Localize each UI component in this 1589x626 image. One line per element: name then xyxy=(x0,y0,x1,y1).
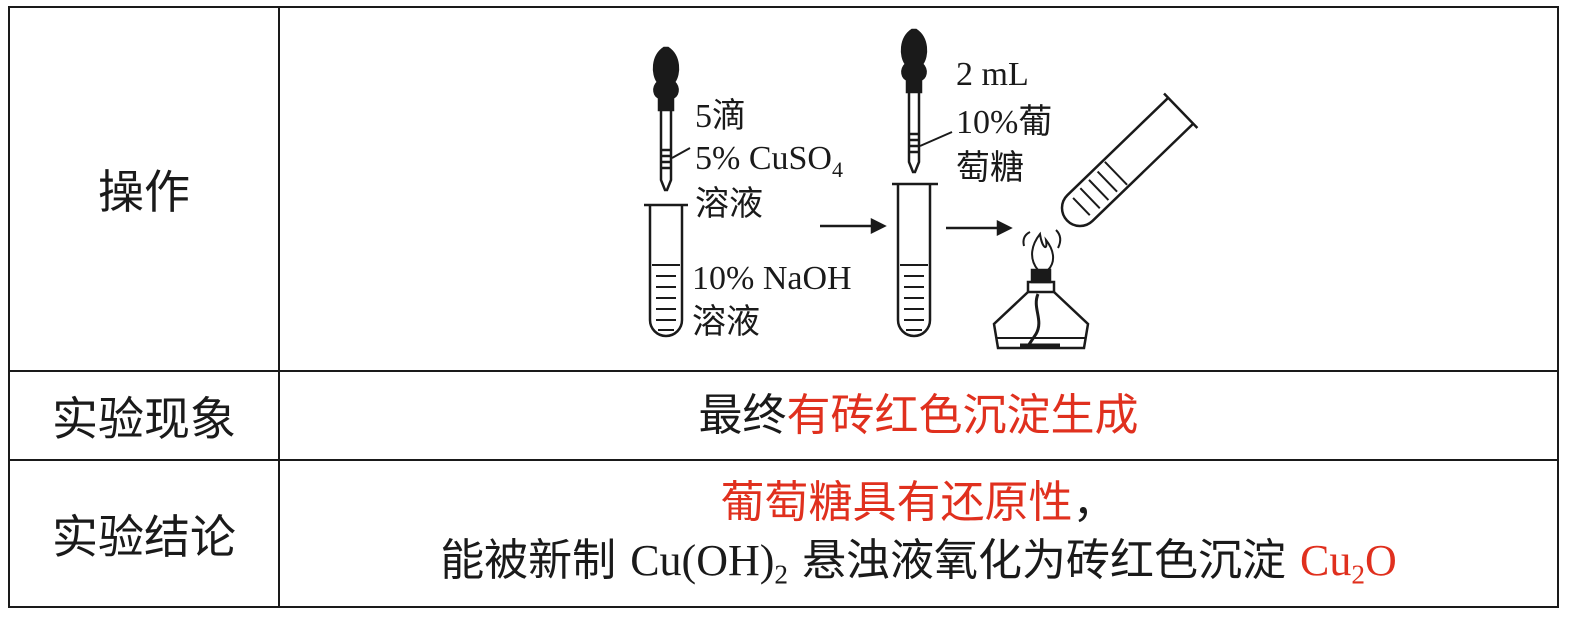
cu2o-formula-a: Cu xyxy=(1300,535,1352,585)
operation-diagram xyxy=(644,28,1199,350)
conclusion-cell: 葡萄糖具有还原性， 能被新制 Cu(OH)2 悬浊液氧化为砖红色沉淀 Cu2O xyxy=(280,461,1557,606)
row-divider xyxy=(10,370,1557,372)
conclusion-comma: ， xyxy=(1072,477,1117,529)
row-label-conclusion: 实验结论 xyxy=(52,509,236,564)
dropper2-label-line2: 10%葡 xyxy=(956,104,1053,141)
dropper2-label-line1: 2 mL xyxy=(956,56,1029,93)
heating-tube-icon xyxy=(1060,92,1199,228)
phenomenon-text: 最终有砖红色沉淀生成 xyxy=(699,387,1139,444)
conclusion-text-b: 悬浊液氧化为砖红色沉淀 xyxy=(788,534,1301,586)
test-tube-icon xyxy=(644,203,688,338)
phenomenon-cell: 最终有砖红色沉淀生成 xyxy=(280,372,1557,459)
conclusion-highlight: 葡萄糖具有还原性 xyxy=(720,477,1073,529)
dropper2-label-line3: 萄糖 xyxy=(956,150,1024,187)
cuoh2-subscript: 2 xyxy=(774,559,789,590)
cuso4-subscript: 4 xyxy=(831,157,843,182)
dropper-icon xyxy=(652,46,680,192)
row-label-phenomenon: 实验现象 xyxy=(52,391,236,446)
conclusion-line-1: 葡萄糖具有还原性， xyxy=(721,474,1117,531)
row-label-operation: 操作 xyxy=(98,165,190,219)
test-tube-icon xyxy=(892,182,938,338)
flame-icon xyxy=(1022,229,1062,271)
conclusion-text-a: 能被新制 xyxy=(440,534,631,586)
dropper-icon xyxy=(900,28,928,174)
arrow-right-icon xyxy=(820,217,887,235)
row-divider xyxy=(10,459,1557,461)
cu2o-subscript: 2 xyxy=(1351,559,1366,590)
phenomenon-prefix: 最终 xyxy=(698,389,787,441)
cuoh2-formula: Cu(OH) xyxy=(630,535,775,585)
conclusion-line-2: 能被新制 Cu(OH)2 悬浊液氧化为砖红色沉淀 Cu2O xyxy=(440,532,1397,593)
dropper1-label-line2: 5% CuSO4 xyxy=(695,142,843,181)
dropper1-label-line3: 溶液 xyxy=(695,186,763,223)
tube1-label-line1: 10% NaOH xyxy=(692,260,852,297)
operation-cell: 5滴 5% CuSO4 溶液 10% NaOH 溶液 2 mL 10%葡 萄糖 xyxy=(280,8,1557,370)
cu2o-formula-b: O xyxy=(1365,535,1397,585)
tube1-label-line2: 溶液 xyxy=(692,304,760,341)
cuso4-formula: 5% CuSO xyxy=(695,140,832,177)
column-divider xyxy=(278,8,280,606)
dropper1-label-line1: 5滴 xyxy=(695,98,746,135)
alcohol-lamp-icon xyxy=(992,268,1090,350)
experiment-table: 操作 实验现象 实验结论 xyxy=(8,6,1559,608)
phenomenon-highlight: 有砖红色沉淀生成 xyxy=(786,389,1139,441)
arrow-right-icon xyxy=(946,219,1013,237)
